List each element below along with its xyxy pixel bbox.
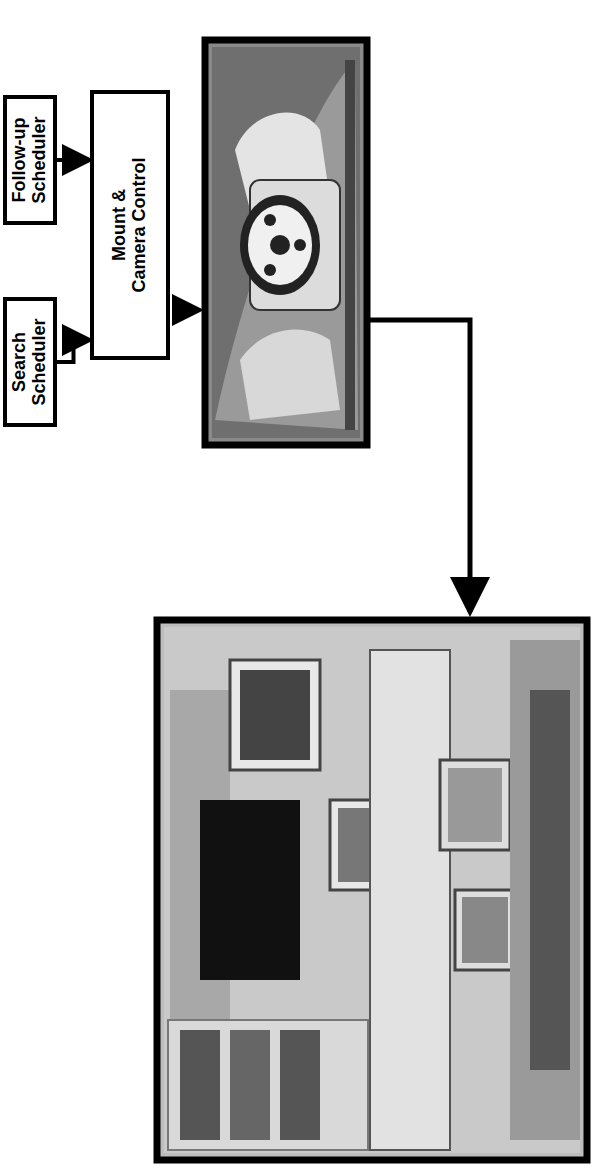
- computer-room-photo: [157, 620, 587, 1160]
- mount-to-telescope-arrow: [172, 308, 200, 312]
- box-label: Search Scheduler: [10, 312, 50, 412]
- process-box: Mount & Camera Control: [90, 90, 170, 360]
- telescope-photo: [205, 40, 367, 445]
- flow-arrow: [57, 340, 90, 362]
- flow-arrow: [57, 158, 90, 162]
- process-box: Search Scheduler: [3, 297, 57, 427]
- telescope-to-room-arrow: [367, 320, 470, 612]
- box-label: Mount & Camera Control: [110, 156, 150, 295]
- process-box: Follow-up Scheduler: [3, 95, 57, 225]
- box-label: Follow-up Scheduler: [10, 110, 50, 210]
